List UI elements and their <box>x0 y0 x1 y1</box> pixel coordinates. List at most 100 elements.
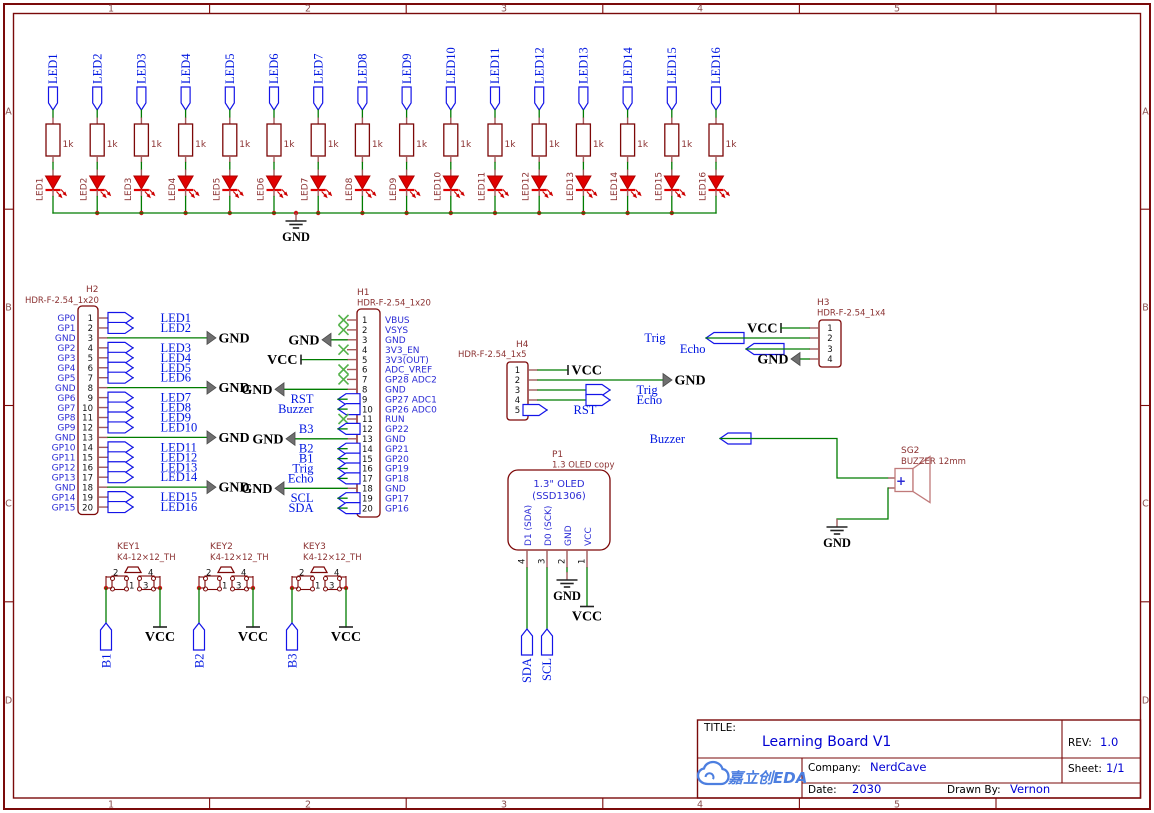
resistor-symbol[interactable] <box>575 123 592 157</box>
wire[interactable] <box>719 437 889 479</box>
net-flag[interactable] <box>107 411 135 424</box>
net-flag[interactable] <box>710 86 722 112</box>
led-symbol[interactable] <box>442 175 460 191</box>
net-flag[interactable] <box>585 383 612 397</box>
net-flag-label[interactable]: LED5 <box>223 53 237 84</box>
resistor-symbol[interactable] <box>664 123 680 157</box>
net-flag-label[interactable]: LED7 <box>311 53 325 84</box>
net-flag-label[interactable]: LED1 <box>161 311 192 325</box>
net-flag-label[interactable]: LED12 <box>161 450 198 464</box>
date-value[interactable]: 2030 <box>852 782 881 796</box>
led-symbol[interactable] <box>177 175 194 191</box>
resistor-symbol[interactable] <box>310 123 326 157</box>
net-flag[interactable] <box>540 628 554 656</box>
led-symbol[interactable] <box>309 175 327 191</box>
header-body[interactable] <box>77 305 99 516</box>
net-flag-label[interactable]: LED7 <box>161 391 192 405</box>
net-flag-label[interactable]: Buzzer <box>278 402 314 416</box>
net-flag[interactable] <box>336 442 361 455</box>
key-contact[interactable] <box>231 575 248 591</box>
net-flag-label[interactable]: LED11 <box>488 48 502 84</box>
resistor-symbol[interactable] <box>266 123 282 157</box>
net-flag[interactable] <box>336 422 361 435</box>
net-flag-label[interactable]: SDA <box>520 658 534 683</box>
resistor-symbol[interactable] <box>45 123 61 157</box>
net-flag[interactable] <box>285 622 299 651</box>
net-flag[interactable] <box>107 321 135 335</box>
key-contact[interactable] <box>111 575 128 591</box>
net-flag-label[interactable]: B2 <box>299 442 314 456</box>
net-flag[interactable] <box>336 462 361 475</box>
net-flag-label[interactable]: Buzzer <box>650 432 686 446</box>
key-button[interactable] <box>216 566 236 574</box>
net-flag-label[interactable]: LED15 <box>161 490 198 504</box>
net-flag[interactable] <box>47 86 59 112</box>
net-flag-label[interactable]: B2 <box>193 654 207 669</box>
led-symbol[interactable] <box>221 175 239 191</box>
net-flag-label[interactable]: LED3 <box>161 341 192 355</box>
net-flag-label[interactable]: LED6 <box>267 53 281 84</box>
net-flag-label[interactable]: LED16 <box>161 500 198 514</box>
resistor-symbol[interactable] <box>708 123 724 157</box>
net-flag[interactable] <box>520 628 534 656</box>
net-flag-label[interactable]: LED10 <box>161 420 198 434</box>
net-flag-label[interactable]: LED2 <box>161 321 192 335</box>
resistor-symbol[interactable] <box>398 123 415 157</box>
wire[interactable] <box>836 487 889 520</box>
led-symbol[interactable] <box>265 175 283 191</box>
net-flag-label[interactable]: LED13 <box>161 460 198 474</box>
sheet-value[interactable]: 1/1 <box>1106 761 1125 775</box>
net-flag-label[interactable]: SCL <box>540 658 554 681</box>
resistor-symbol[interactable] <box>177 123 194 157</box>
net-flag[interactable] <box>107 351 135 364</box>
net-flag[interactable] <box>336 492 361 505</box>
led-symbol[interactable] <box>530 175 548 191</box>
net-flag-label[interactable]: LED12 <box>532 47 546 84</box>
net-flag[interactable] <box>99 622 113 651</box>
resistor-symbol[interactable] <box>531 123 547 157</box>
net-flag[interactable] <box>107 361 135 374</box>
net-flag[interactable] <box>445 86 456 112</box>
key-contact[interactable] <box>324 575 341 591</box>
net-flag[interactable] <box>336 472 361 485</box>
net-flag-label[interactable]: LED6 <box>161 371 192 385</box>
net-flag-label[interactable]: LED3 <box>135 53 149 84</box>
net-flag[interactable] <box>313 86 324 112</box>
resistor-symbol[interactable] <box>133 123 150 157</box>
net-flag[interactable] <box>107 311 135 325</box>
net-flag[interactable] <box>224 86 235 112</box>
key-contact[interactable] <box>204 575 221 591</box>
company-value[interactable]: NerdCave <box>870 760 926 774</box>
key-contact[interactable] <box>297 575 314 591</box>
net-flag-label[interactable]: LED8 <box>161 401 192 415</box>
net-flag-label[interactable]: Echo <box>288 471 314 485</box>
resistor-symbol[interactable] <box>487 123 503 157</box>
net-flag-label[interactable]: Trig <box>637 383 659 397</box>
header-body[interactable] <box>818 319 842 368</box>
resistor-symbol[interactable] <box>619 123 636 157</box>
net-flag[interactable] <box>107 500 135 514</box>
net-flag[interactable] <box>336 502 361 515</box>
net-flag[interactable] <box>534 86 545 112</box>
rev-value[interactable]: 1.0 <box>1100 735 1118 749</box>
net-flag[interactable] <box>92 86 103 112</box>
net-flag-label[interactable]: LED11 <box>161 440 197 454</box>
net-flag[interactable] <box>192 622 206 651</box>
led-symbol[interactable] <box>354 175 371 191</box>
net-flag-label[interactable]: LED14 <box>621 46 635 84</box>
net-flag-label[interactable]: LED14 <box>161 470 199 484</box>
